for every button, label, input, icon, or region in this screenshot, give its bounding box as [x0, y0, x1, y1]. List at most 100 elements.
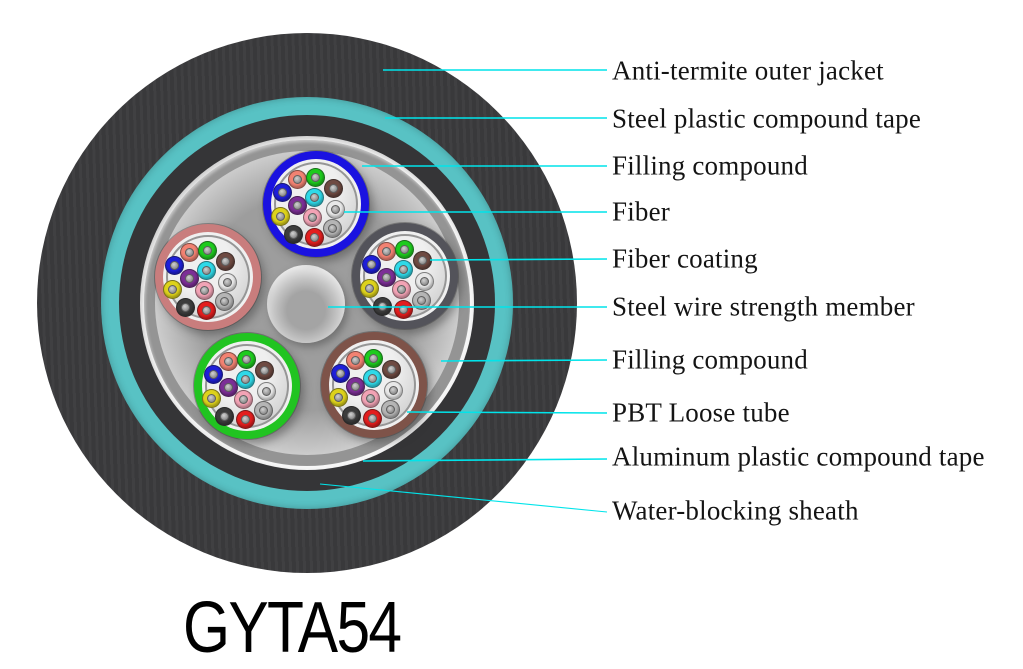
- fiber-white: [383, 380, 403, 400]
- fiber-core-dot: [240, 414, 250, 424]
- fiber-core-dot: [288, 229, 298, 239]
- fiber-core-dot: [240, 374, 250, 384]
- fiber-yellow: [162, 279, 182, 299]
- fiber-core-dot: [330, 204, 340, 214]
- fiber-green: [363, 348, 383, 368]
- fiber-core-dot: [184, 247, 194, 257]
- fiber-brown: [254, 360, 274, 380]
- fiber-core-dot: [333, 392, 343, 402]
- fiber-red: [362, 408, 382, 428]
- loose-tube-rose: [155, 224, 261, 330]
- loose-tube-slate: [352, 223, 458, 329]
- fiber-core-dot: [327, 223, 337, 233]
- fiber-orange: [345, 350, 365, 370]
- fiber-rose: [391, 279, 411, 299]
- fiber-core-dot: [199, 285, 209, 295]
- fiber-black: [372, 296, 392, 316]
- fiber-core-dot: [309, 232, 319, 242]
- fiber-orange: [376, 241, 396, 261]
- fiber-core-dot: [367, 373, 377, 383]
- fiber-core-dot: [275, 211, 285, 221]
- fiber-core-dot: [219, 411, 229, 421]
- fiber-blue: [203, 364, 223, 384]
- fiber-core-dot: [367, 413, 377, 423]
- fiber-core-dot: [169, 260, 179, 270]
- callout-fiber: Fiber: [612, 196, 670, 227]
- fiber-black: [283, 224, 303, 244]
- fiber-core-dot: [416, 295, 426, 305]
- fiber-violet: [376, 267, 396, 287]
- fiber-core-dot: [365, 393, 375, 403]
- fiber-yellow: [270, 206, 290, 226]
- fiber-core-dot: [310, 172, 320, 182]
- fiber-slate: [411, 290, 431, 310]
- fiber-core-dot: [202, 245, 212, 255]
- fiber-core-dot: [222, 277, 232, 287]
- fiber-violet: [287, 195, 307, 215]
- steel-wire-strength-member: [267, 265, 345, 343]
- fiber-core-dot: [259, 365, 269, 375]
- fiber-core-dot: [368, 353, 378, 363]
- fiber-core-dot: [396, 284, 406, 294]
- fiber-core-dot: [309, 192, 319, 202]
- fiber-blue: [164, 255, 184, 275]
- fiber-core-dot: [180, 302, 190, 312]
- fiber-core-dot: [419, 276, 429, 286]
- callout-filling-compound-bottom: Filling compound: [612, 344, 808, 375]
- fiber-black: [341, 405, 361, 425]
- fiber-yellow: [359, 278, 379, 298]
- fiber-core-dot: [219, 296, 229, 306]
- fiber-black: [175, 297, 195, 317]
- fiber-rose: [302, 207, 322, 227]
- callout-fiber-coating: Fiber coating: [612, 243, 758, 274]
- fiber-slate: [214, 291, 234, 311]
- fiber-core-dot: [307, 212, 317, 222]
- fiber-core-dot: [364, 283, 374, 293]
- fiber-aqua: [196, 260, 216, 280]
- fiber-core-dot: [223, 382, 233, 392]
- callout-steel-plastic-compound-tape: Steel plastic compound tape: [612, 103, 922, 134]
- fiber-violet: [179, 268, 199, 288]
- fiber-core-dot: [381, 272, 391, 282]
- cable-model-title: GYTA54: [183, 588, 402, 668]
- fiber-core-dot: [399, 244, 409, 254]
- fiber-green: [236, 349, 256, 369]
- fiber-core-dot: [328, 183, 338, 193]
- loose-tube-blue: [263, 151, 369, 257]
- fiber-core-dot: [398, 304, 408, 314]
- fiber-slate: [322, 218, 342, 238]
- fiber-green: [197, 240, 217, 260]
- callout-anti-termite-outer-jacket: Anti-termite outer jacket: [612, 55, 884, 86]
- fiber-white: [256, 381, 276, 401]
- fiber-yellow: [328, 387, 348, 407]
- fiber-brown: [412, 250, 432, 270]
- fiber-orange: [218, 351, 238, 371]
- fiber-black: [214, 406, 234, 426]
- fiber-red: [304, 227, 324, 247]
- fiber-core-dot: [350, 381, 360, 391]
- fiber-orange: [287, 169, 307, 189]
- fiber-core-dot: [386, 364, 396, 374]
- callout-water-blocking-sheath: Water-blocking sheath: [612, 495, 859, 526]
- fiber-core-dot: [398, 264, 408, 274]
- fiber-core-dot: [241, 354, 251, 364]
- fiber-brown: [381, 359, 401, 379]
- fiber-core-dot: [292, 174, 302, 184]
- fiber-core-dot: [201, 305, 211, 315]
- fiber-violet: [345, 376, 365, 396]
- fiber-core-dot: [346, 410, 356, 420]
- fiber-white: [414, 271, 434, 291]
- callout-aluminum-plastic-compound-tape: Aluminum plastic compound tape: [612, 441, 985, 472]
- fiber-brown: [215, 251, 235, 271]
- callout-pbt-loose-tube: PBT Loose tube: [612, 397, 790, 428]
- callout-steel-wire-strength-member: Steel wire strength member: [612, 291, 915, 322]
- loose-tube-brown: [321, 332, 427, 438]
- fiber-core-dot: [388, 385, 398, 395]
- fiber-white: [217, 272, 237, 292]
- fiber-aqua: [235, 369, 255, 389]
- fiber-core-dot: [335, 368, 345, 378]
- fiber-aqua: [362, 368, 382, 388]
- fiber-aqua: [393, 259, 413, 279]
- fiber-brown: [323, 178, 343, 198]
